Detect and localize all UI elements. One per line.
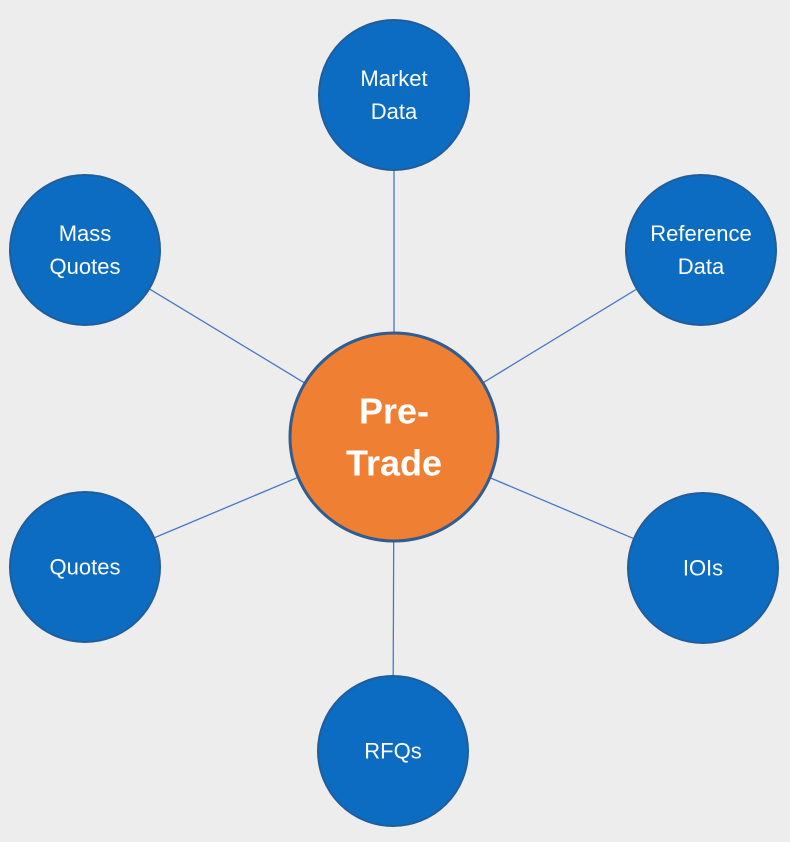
node-circle-iois	[627, 492, 779, 644]
node-label-mass-quotes: Quotes	[50, 254, 121, 279]
connector-rfqs	[392, 540, 395, 677]
node-rfqs: RFQs	[317, 675, 469, 827]
connector-iois	[489, 477, 635, 540]
connector-lines	[148, 170, 638, 677]
connector-quotes	[153, 476, 299, 539]
node-label-reference-data: Reference	[650, 221, 752, 246]
center-node-label: Pre-	[359, 391, 429, 432]
satellite-nodes: MarketDataReferenceDataIOIsRFQsQuotesMas…	[9, 19, 779, 827]
center-node: Pre- Trade	[288, 331, 500, 543]
node-iois: IOIs	[627, 492, 779, 644]
center-node-label: Trade	[346, 443, 442, 484]
connector-mass-quotes	[148, 288, 306, 384]
connector-reference-data	[482, 288, 638, 384]
node-label-market-data: Market	[360, 66, 427, 91]
node-label-quotes: Quotes	[50, 555, 121, 580]
node-label-mass-quotes: Mass	[59, 221, 112, 246]
node-label-reference-data: Data	[678, 254, 725, 279]
node-label-iois: IOIs	[683, 556, 723, 581]
node-circle-quotes	[9, 491, 161, 643]
node-circle-market-data	[318, 19, 470, 171]
center-node-circle	[288, 331, 500, 543]
node-label-market-data: Data	[371, 99, 418, 124]
node-label-rfqs: RFQs	[364, 739, 421, 764]
node-circle-reference-data	[625, 174, 777, 326]
node-quotes: Quotes	[9, 491, 161, 643]
node-circle-rfqs	[317, 675, 469, 827]
node-circle-mass-quotes	[9, 174, 161, 326]
